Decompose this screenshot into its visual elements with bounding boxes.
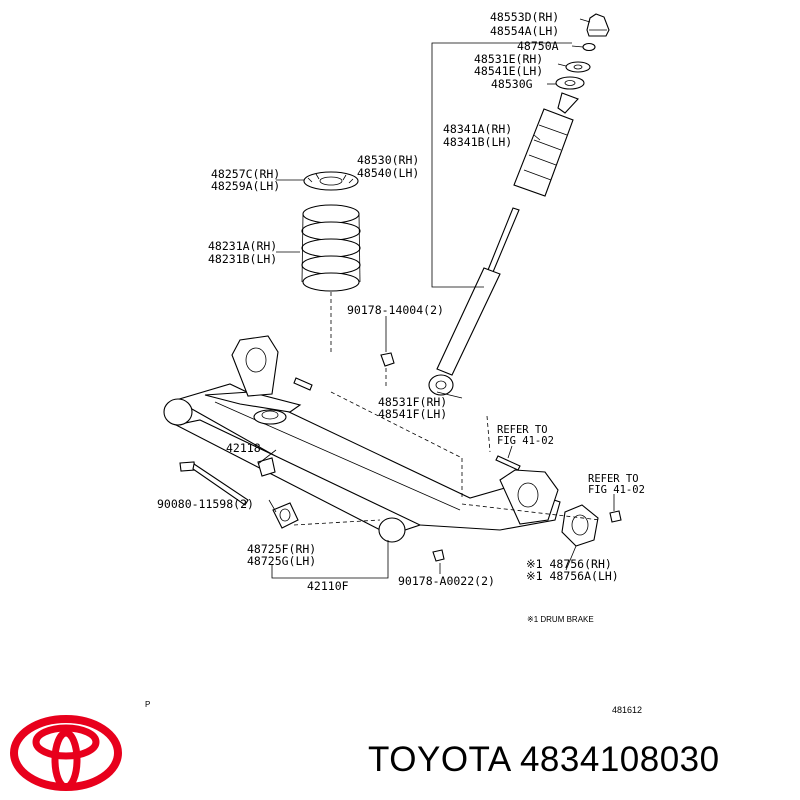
label-48530g: 48530G (491, 77, 533, 91)
stud-bolt-upper (293, 377, 313, 391)
coil-spring (301, 204, 361, 292)
bolt-90080-11598 (179, 461, 249, 506)
label-90080-11598: 90080-11598(2) (157, 497, 254, 511)
label-48531e: 48531E(RH) (474, 52, 543, 66)
bushing-48725 (272, 502, 299, 529)
refer-note-1-line-2: FIG 41-02 (497, 435, 554, 447)
label-48257c: 48257C(RH) (211, 167, 280, 181)
figure-number: 481612 (612, 705, 642, 715)
label-48540: 48540(LH) (357, 166, 419, 180)
cushion-48530g (555, 76, 585, 90)
rear-axle-beam (163, 335, 561, 543)
label-48553d: 48553D(RH) (490, 10, 559, 24)
nut-refer-fig-2 (609, 510, 622, 523)
label-48530: 48530(RH) (357, 153, 419, 167)
nut-90178-14004 (380, 352, 395, 367)
label-48750a: 48750A (517, 39, 559, 53)
spring-insulator (303, 171, 359, 191)
leader-lines (257, 18, 615, 579)
shock-absorber (428, 207, 520, 396)
washer-48531e (565, 61, 591, 73)
bound-stopper-48341 (513, 92, 579, 197)
brake-gasket-48756 (561, 504, 599, 547)
p-mark: P (145, 700, 150, 709)
nut-90178-a0022 (432, 549, 445, 562)
label-48231a: 48231A(RH) (208, 239, 277, 253)
bushing-42118 (257, 457, 276, 477)
label-48259a: 48259A(LH) (211, 179, 280, 193)
label-48725f: 48725F(RH) (247, 542, 316, 556)
label-48531f: 48531F(RH) (378, 395, 447, 409)
nut-48750a (582, 42, 596, 52)
label-48231b: 48231B(LH) (208, 252, 277, 266)
stud-refer-fig-1 (495, 455, 521, 471)
label-42110f: 42110F (307, 579, 349, 593)
label-42118: 42118 (226, 441, 261, 455)
label-90178-14004: 90178-14004(2) (347, 303, 444, 317)
brand-part-number: TOYOTA 4834108030 (368, 740, 720, 779)
refer-note-2-line-1: REFER TO (588, 473, 639, 485)
bump-stopper-cap (586, 13, 610, 37)
label-48541f: 48541F(LH) (378, 407, 447, 421)
label-48554a: 48554A(LH) (490, 24, 559, 38)
drum-brake-note: ※1 DRUM BRAKE (527, 615, 594, 624)
label-48756: ※1 48756(RH) (526, 557, 612, 571)
refer-note-1-line-1: REFER TO (497, 424, 548, 436)
phantom-lines (293, 292, 601, 526)
label-90178-a0022: 90178-A0022(2) (398, 574, 495, 588)
refer-note-2-line-2: FIG 41-02 (588, 484, 645, 496)
label-48341b: 48341B(LH) (443, 135, 512, 149)
toyota-logo (10, 715, 122, 791)
label-48541e: 48541E(LH) (474, 64, 543, 78)
label-48341a: 48341A(RH) (443, 122, 512, 136)
label-48756a: ※1 48756A(LH) (526, 569, 619, 583)
label-48725g: 48725G(LH) (247, 554, 316, 568)
